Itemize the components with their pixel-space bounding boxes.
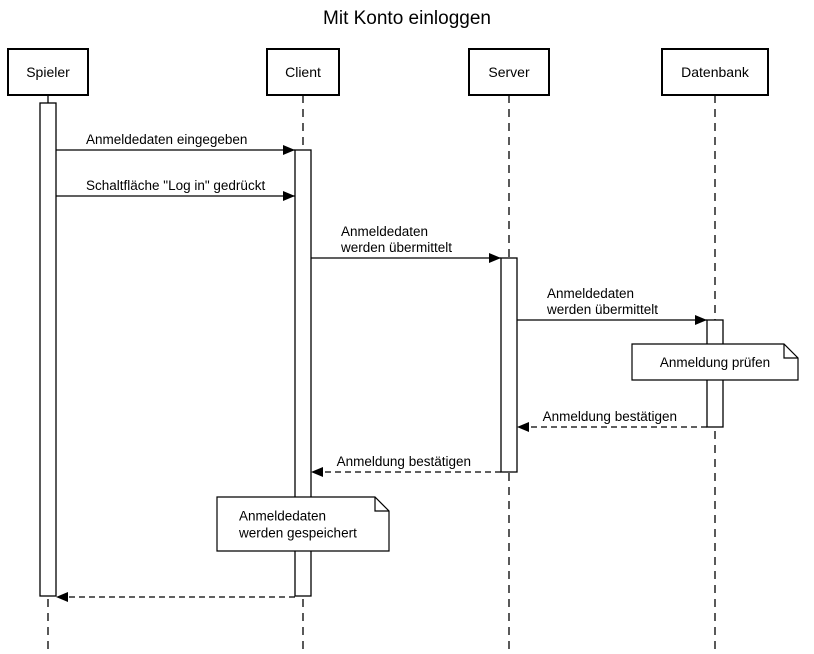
note-datenbank: Anmeldung prüfen [631,343,799,381]
activation-bars [39,102,724,597]
note-client: Anmeldedaten werden gespeichert [216,496,390,552]
note-label: werden gespeichert [238,526,357,541]
participants: Spieler Client Server Datenbank [7,48,769,96]
message-label: werden übermittelt [340,240,452,255]
message-label: Anmeldung bestätigen [337,454,471,469]
participant-spieler: Spieler [7,48,89,96]
activation-server [500,257,518,473]
activation-spieler [39,102,57,597]
participant-datenbank: Datenbank [661,48,769,96]
note-fold [374,497,389,512]
participant-client: Client [266,48,340,96]
message-label: Schaltfläche "Log in" gedrückt [86,178,265,193]
message-1: Schaltfläche "Log in" gedrückt [56,178,295,201]
participant-box-server [468,48,550,96]
participant-box-spieler [7,48,89,96]
participant-label-datenbank: Datenbank [681,64,750,80]
participant-box-datenbank [661,48,769,96]
diagram-title: Mit Konto einloggen [323,8,491,29]
note-label: Anmeldedaten [239,509,326,524]
participant-label-spieler: Spieler [26,64,70,80]
message-4: Anmeldung bestätigen [517,409,707,432]
message-label: werden übermittelt [546,302,658,317]
note-box [631,343,799,381]
note-label: Anmeldung prüfen [660,355,770,370]
participant-box-client [266,48,340,96]
note-box [216,496,390,552]
participant-label-server: Server [488,64,530,80]
message-0: Anmeldedaten eingegeben [56,132,295,155]
participant-server: Server [468,48,550,96]
message-label: Anmeldedaten [547,286,634,301]
activation-client [294,149,312,597]
message-label: Anmeldedaten [341,224,428,239]
note-fold [783,344,798,359]
message-5: Anmeldung bestätigen [311,454,501,477]
message-label: Anmeldung bestätigen [543,409,677,424]
participant-label-client: Client [285,64,321,80]
message-label: Anmeldedaten eingegeben [86,132,247,147]
